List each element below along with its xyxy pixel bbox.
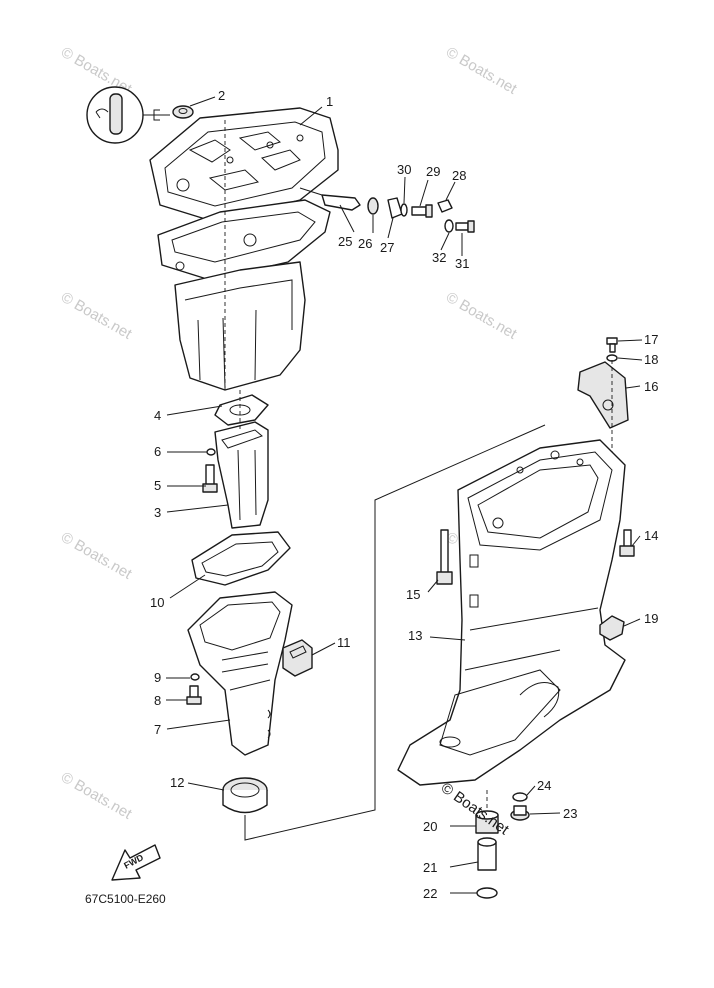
part-23-nut xyxy=(510,805,530,821)
part-5-bolt xyxy=(202,464,218,493)
callout-26: 26 xyxy=(358,236,372,251)
part-1-upper-casing xyxy=(149,107,339,223)
callout-24: 24 xyxy=(537,778,551,793)
watermark: © Boats.net xyxy=(58,769,135,823)
watermark: © Boats.net xyxy=(443,289,520,343)
part-13-lower-casing xyxy=(397,439,626,786)
callout-2: 2 xyxy=(218,88,225,103)
callout-29: 29 xyxy=(426,164,440,179)
part-2-grommet xyxy=(172,105,194,119)
part-19-grommet xyxy=(599,615,625,641)
callout-3: 3 xyxy=(154,505,161,520)
part-11-seal xyxy=(282,639,313,677)
part-3-exhaust-manifold xyxy=(214,421,269,529)
part-27-lever xyxy=(387,197,403,219)
part-24-washer xyxy=(512,792,528,802)
part-32-washer xyxy=(444,219,454,233)
part-22-o-ring xyxy=(476,887,498,899)
part-21-tube xyxy=(477,837,497,871)
callout-9: 9 xyxy=(154,670,161,685)
callout-5: 5 xyxy=(154,478,161,493)
part-29-bolt xyxy=(411,204,433,218)
callout-18: 18 xyxy=(644,352,658,367)
part-15-bolt xyxy=(436,529,453,585)
part-4-gasket xyxy=(214,394,269,426)
assembly-bracket xyxy=(244,424,546,841)
part-31-bolt xyxy=(455,220,475,233)
callout-21: 21 xyxy=(423,860,437,875)
part-26-bushing xyxy=(367,197,379,215)
callout-30: 30 xyxy=(397,162,411,177)
callout-16: 16 xyxy=(644,379,658,394)
callout-numbers: 1 2 3 4 5 6 7 8 9 10 11 12 13 14 15 16 1… xyxy=(150,88,658,901)
watermark: © Boats.net xyxy=(443,44,520,98)
callout-12: 12 xyxy=(170,775,184,790)
part-30-washer xyxy=(400,203,408,217)
callout-22: 22 xyxy=(423,886,437,901)
callout-14: 14 xyxy=(644,528,658,543)
callout-20: 20 xyxy=(423,819,437,834)
callout-27: 27 xyxy=(380,240,394,255)
fwd-arrow-icon: FWD xyxy=(111,844,161,881)
bushing-inset-icon xyxy=(86,86,170,144)
part-20-fitting xyxy=(475,810,499,834)
part-28-clip xyxy=(437,199,453,213)
part-9-washer xyxy=(190,673,200,681)
callout-8: 8 xyxy=(154,693,161,708)
callout-1: 1 xyxy=(326,94,333,109)
callout-19: 19 xyxy=(644,611,658,626)
callout-31: 31 xyxy=(455,256,469,271)
part-6-washer xyxy=(206,448,216,456)
leader-lines xyxy=(166,96,643,894)
part-10-gasket xyxy=(191,531,291,586)
callout-11: 11 xyxy=(337,635,351,650)
part-14-bolt xyxy=(619,529,635,557)
callout-10: 10 xyxy=(150,595,164,610)
callout-17: 17 xyxy=(644,332,658,347)
callout-7: 7 xyxy=(154,722,161,737)
part-25-shaft xyxy=(299,187,361,211)
part-17-bolt xyxy=(606,337,618,353)
oil-pan xyxy=(174,120,306,391)
callout-6: 6 xyxy=(154,444,161,459)
part-7-exhaust-guide xyxy=(187,591,293,756)
callout-32: 32 xyxy=(432,250,446,265)
callout-28: 28 xyxy=(452,168,466,183)
callout-4: 4 xyxy=(154,408,161,423)
part-12-seal-ring xyxy=(222,777,268,814)
exhaust-plate xyxy=(157,199,331,281)
copyright-text: © Boats.net xyxy=(438,779,513,838)
watermark: © Boats.net xyxy=(58,529,135,583)
callout-25: 25 xyxy=(338,234,352,249)
callout-15: 15 xyxy=(406,587,420,602)
diagram-part-code: 67C5100-E260 xyxy=(85,892,166,906)
part-16-bracket xyxy=(577,361,629,429)
part-8-bolt xyxy=(186,685,202,705)
callout-23: 23 xyxy=(563,806,577,821)
watermark: © Boats.net xyxy=(58,289,135,343)
callout-13: 13 xyxy=(408,628,422,643)
